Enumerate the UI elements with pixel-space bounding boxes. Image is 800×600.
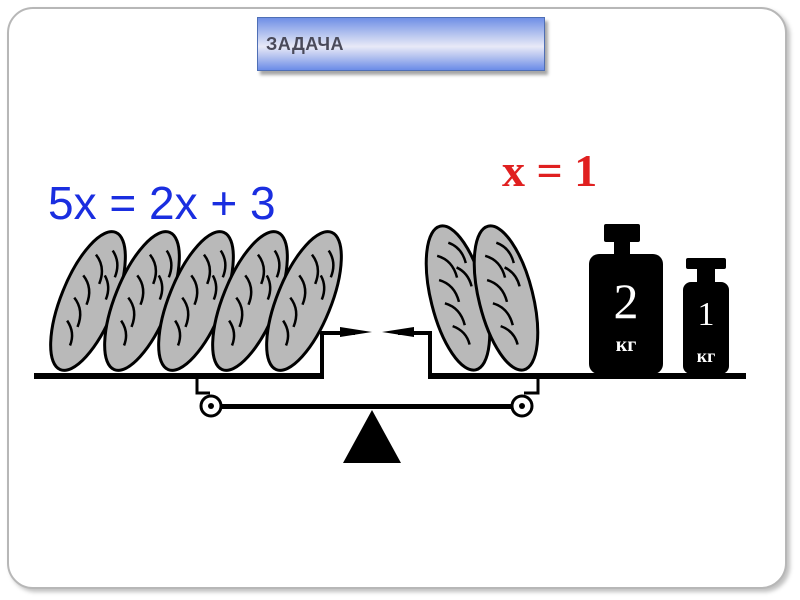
fulcrum — [343, 410, 401, 463]
left-pan — [34, 373, 324, 379]
scale-beam — [210, 404, 522, 409]
equation-text: 5x = 2x + 3 — [48, 177, 276, 229]
title-box: ЗАДАЧА — [257, 17, 545, 71]
weight-2kg — [589, 224, 663, 374]
right-pan — [428, 373, 746, 379]
solution-text: x = 1 — [502, 145, 598, 196]
weight-2kg-value: 2 — [613, 273, 639, 329]
weight-1kg-unit: кг — [696, 346, 716, 366]
scale-structure — [34, 327, 746, 463]
weight-1kg — [683, 258, 729, 374]
right-loaves — [412, 218, 552, 378]
weight-1kg-value: 1 — [697, 296, 715, 333]
left-loaves — [33, 220, 359, 382]
weight-2kg-unit: кг — [615, 334, 637, 356]
slide-title: ЗАДАЧА — [266, 34, 345, 54]
